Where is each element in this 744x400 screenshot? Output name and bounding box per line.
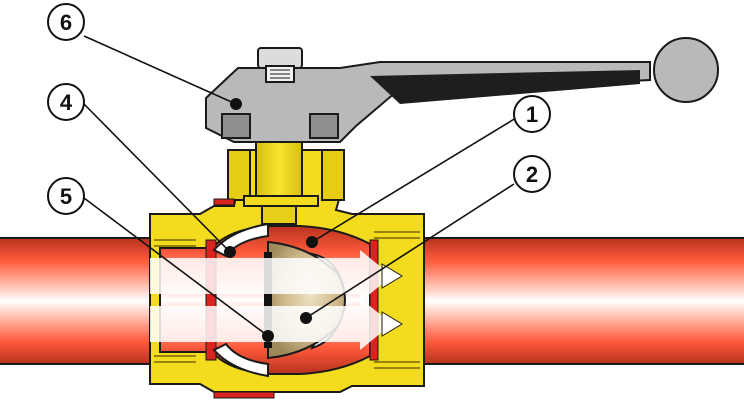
flow-arrow-icon <box>150 250 403 350</box>
valve-handle <box>205 37 719 143</box>
pipe-right <box>420 237 744 365</box>
stem-nut <box>257 47 303 83</box>
svg-text:4: 4 <box>60 90 73 115</box>
callout-2: 2 <box>513 155 551 193</box>
svg-text:6: 6 <box>60 10 72 35</box>
svg-text:2: 2 <box>526 162 538 187</box>
leader-dots <box>224 98 318 342</box>
red-seals <box>205 198 379 399</box>
callout-5: 5 <box>47 177 85 215</box>
leader-lines <box>83 35 517 337</box>
callout-1: 1 <box>513 95 551 133</box>
callout-6: 6 <box>47 3 85 41</box>
right-thread <box>374 231 420 369</box>
svg-text:1: 1 <box>526 102 538 127</box>
callout-4: 4 <box>47 83 85 121</box>
left-thread <box>154 239 196 363</box>
svg-text:5: 5 <box>60 184 72 209</box>
pipe-left <box>0 237 160 365</box>
